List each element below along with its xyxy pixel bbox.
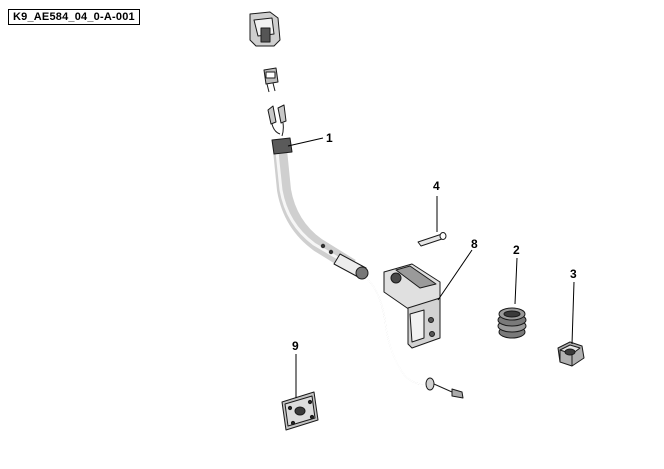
connector-housing [249, 11, 281, 47]
callout-9: 9 [292, 339, 299, 353]
castle-nut [557, 341, 585, 367]
wire-connectors [267, 104, 287, 137]
thin-cable [365, 277, 464, 399]
sheathed-cable [271, 137, 369, 280]
callout-3: 3 [570, 267, 577, 281]
cotter-pin [417, 232, 447, 247]
leader-lines [287, 137, 575, 398]
callout-2: 2 [513, 243, 520, 257]
coil-spring [497, 307, 527, 339]
callout-numbers: 1 4 8 2 3 9 [292, 131, 577, 353]
diagram-id-label: K9_AE584_04_0-A-001 [8, 9, 140, 25]
callout-8: 8 [471, 237, 478, 251]
callout-4: 4 [433, 179, 440, 193]
mounting-bracket [383, 263, 441, 349]
plate-gasket [281, 391, 319, 431]
connector-terminal [263, 67, 279, 93]
callout-1: 1 [326, 131, 333, 145]
